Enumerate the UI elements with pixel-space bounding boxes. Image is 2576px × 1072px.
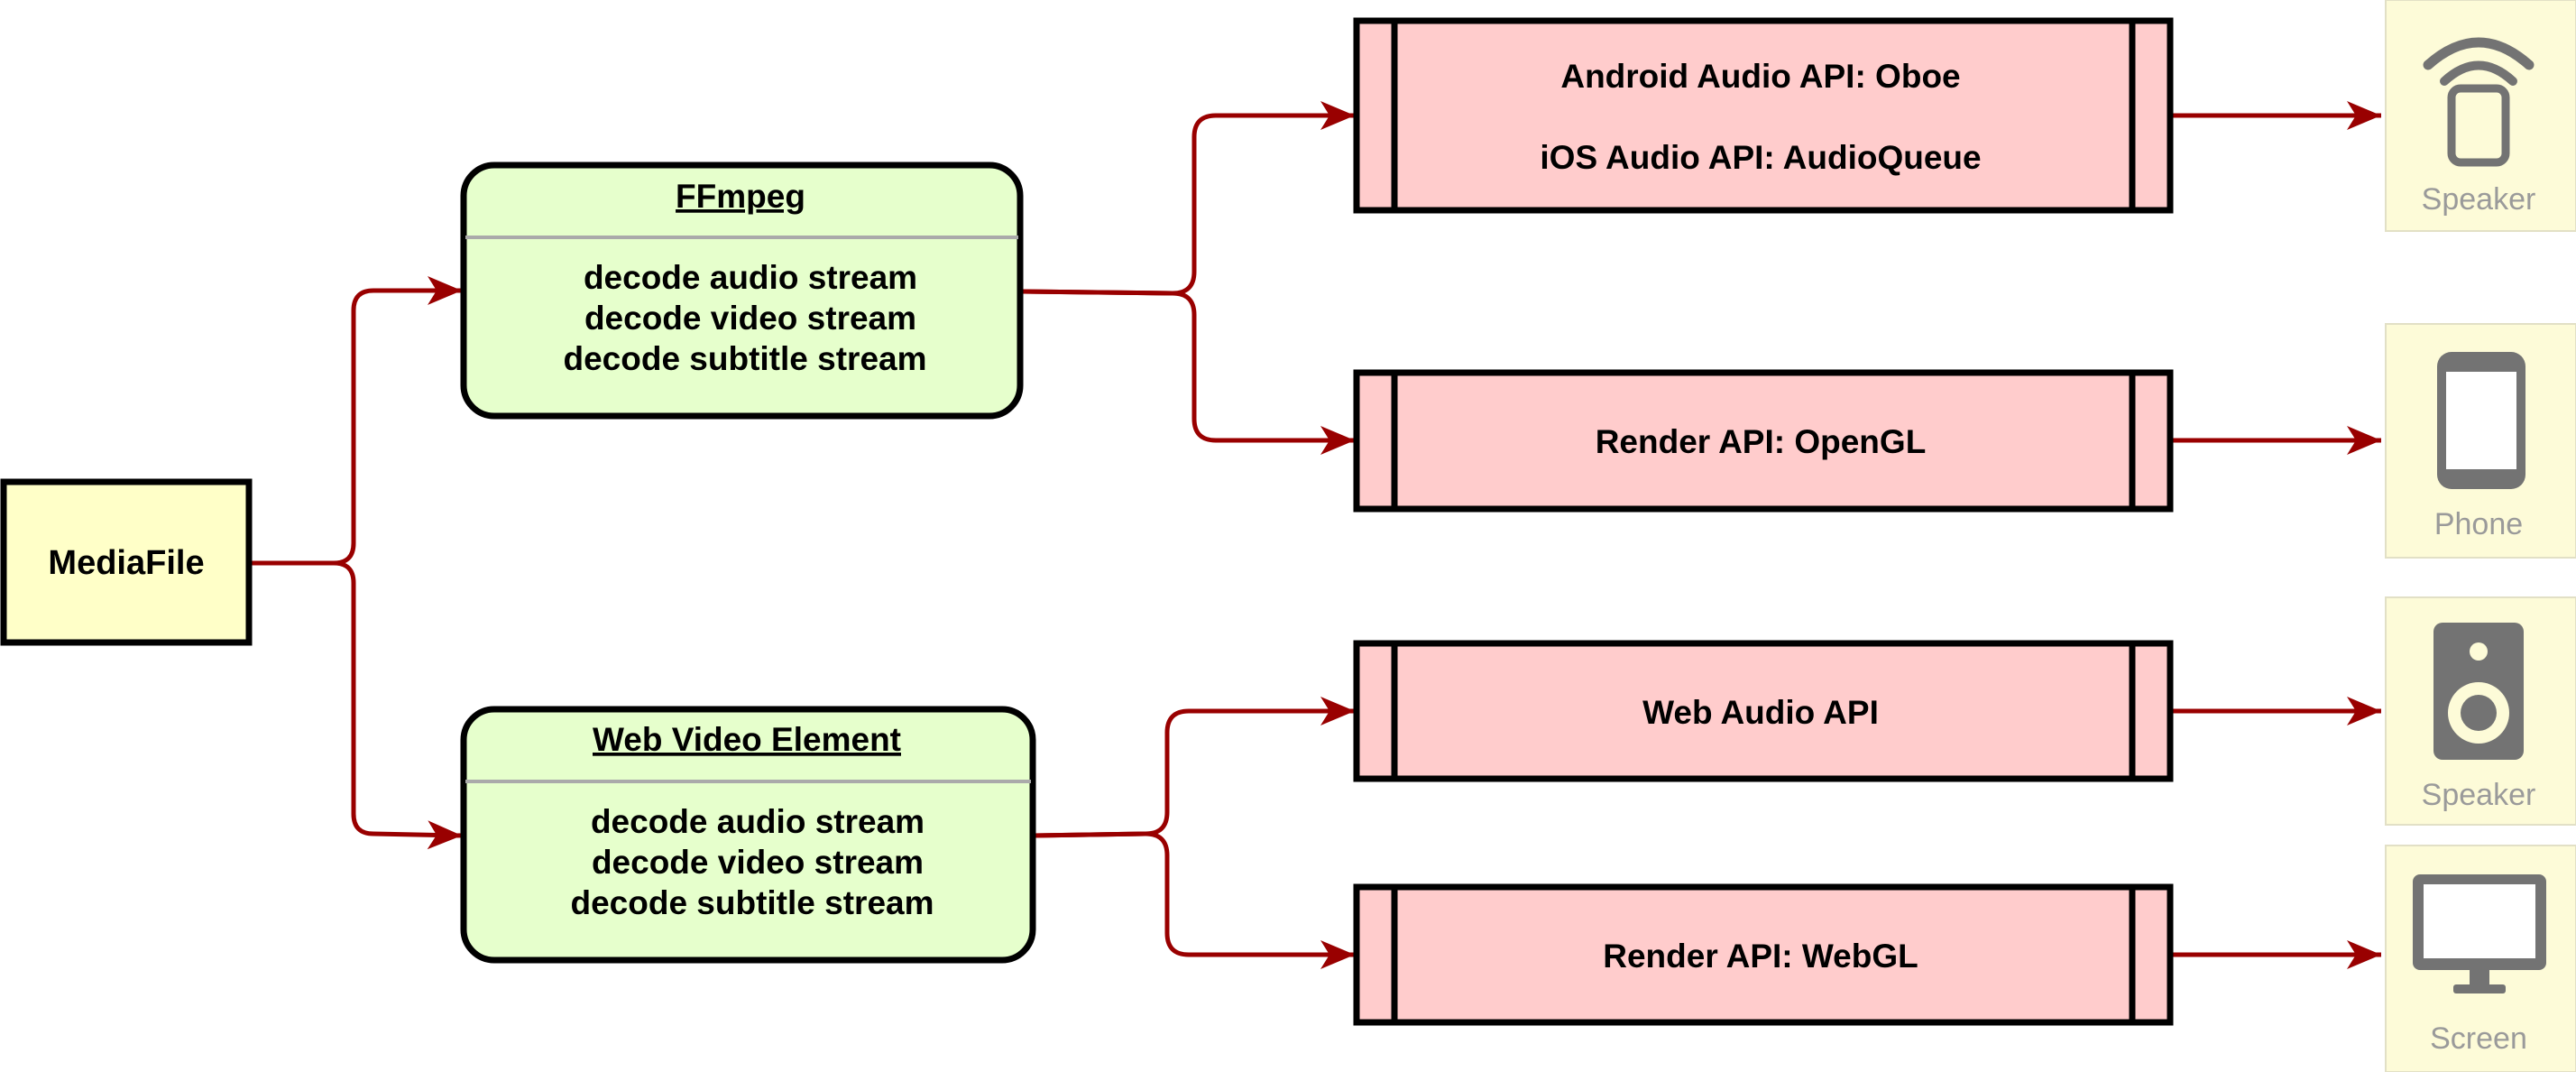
web-video-element-line-3: decode subtitle stream [570, 884, 934, 921]
api-webgl-box [1353, 883, 2174, 1026]
device-speaker-1: Speaker [2385, 0, 2576, 232]
api-audio-oboe-line-2: iOS Audio API: AudioQueue [1540, 139, 1981, 176]
ffmpeg-node: FFmpeg decode audio stream decode video … [460, 162, 1024, 420]
device-phone-label: Phone [2434, 507, 2523, 541]
device-screen-label: Screen [2430, 1021, 2527, 1056]
api-webaudio-node: Web Audio API [1353, 640, 2174, 782]
api-opengl-box [1353, 369, 2174, 513]
web-video-element-title: Web Video Element [593, 721, 901, 758]
api-webgl-label: Render API: WebGL [1603, 938, 1918, 975]
speaker-icon [2433, 623, 2524, 760]
mediafile-box [0, 478, 253, 646]
api-opengl-node: Render API: OpenGL [1353, 369, 2174, 513]
web-video-element-line-1: decode audio stream [591, 803, 925, 840]
edge-ffmpeg-to-opengl [1020, 289, 1355, 455]
device-speaker-1-label: Speaker [2422, 182, 2536, 217]
edge-webvideo-to-webgl [1033, 831, 1355, 969]
edge-mediafile-to-ffmpeg [249, 276, 462, 566]
api-opengl-label: Render API: OpenGL [1596, 423, 1927, 460]
api-webaudio-label: Web Audio API [1642, 694, 1879, 731]
api-audio-oboe-line-1: Android Audio API: Oboe [1560, 58, 1960, 95]
edge-mediafile-to-webvideo [249, 560, 463, 850]
mediafile-label: MediaFile [48, 544, 204, 582]
phone-icon [2437, 352, 2525, 489]
wireless-speaker-icon [2423, 37, 2535, 167]
edge-ffmpeg-to-audio-api [1020, 101, 1355, 296]
web-video-element-line-2: decode video stream [592, 844, 924, 881]
device-phone: Phone [2385, 323, 2576, 559]
edge-webvideo-to-webaudio [1033, 697, 1355, 838]
api-audio-oboe-node: Android Audio API: Oboe iOS Audio API: A… [1353, 17, 2174, 214]
mediafile-node: MediaFile [0, 478, 253, 646]
device-speaker-2: Speaker [2385, 596, 2576, 826]
web-video-element-box [460, 706, 1036, 964]
ffmpeg-title: FFmpeg [676, 178, 805, 215]
connectors [249, 101, 2381, 969]
ffmpeg-line-3: decode subtitle stream [563, 340, 926, 377]
web-video-element-node: Web Video Element decode audio stream de… [460, 706, 1036, 964]
api-audio-oboe-box [1353, 17, 2174, 214]
api-webgl-node: Render API: WebGL [1353, 883, 2174, 1026]
device-speaker-2-label: Speaker [2422, 778, 2536, 812]
device-screen: Screen [2385, 845, 2576, 1072]
monitor-icon [2413, 874, 2546, 993]
api-webaudio-box [1353, 640, 2174, 782]
ffmpeg-line-2: decode video stream [584, 300, 916, 337]
ffmpeg-line-1: decode audio stream [584, 259, 917, 296]
ffmpeg-box [460, 162, 1024, 420]
